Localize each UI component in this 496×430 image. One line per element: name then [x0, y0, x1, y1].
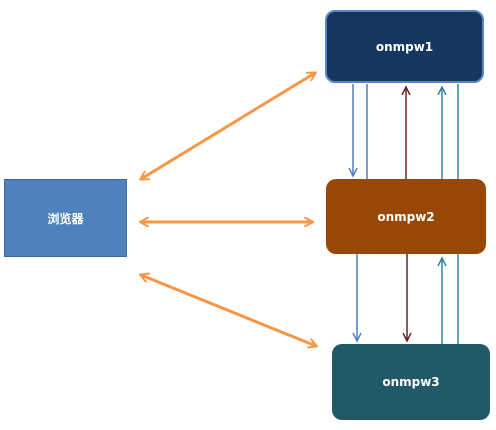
link-browser-onmpw3	[141, 275, 316, 346]
onmpw3-label: onmpw3	[382, 375, 440, 389]
onmpw1-label: onmpw1	[375, 39, 434, 54]
browser-label: 浏览器	[47, 211, 84, 226]
onmpw2-label: onmpw2	[377, 209, 435, 224]
link-browser-onmpw1	[141, 73, 315, 179]
onmpw2-node: onmpw2	[326, 179, 486, 254]
onmpw3-node: onmpw3	[332, 344, 490, 420]
onmpw1-node: onmpw1	[325, 10, 484, 83]
browser-node: 浏览器	[4, 179, 127, 257]
